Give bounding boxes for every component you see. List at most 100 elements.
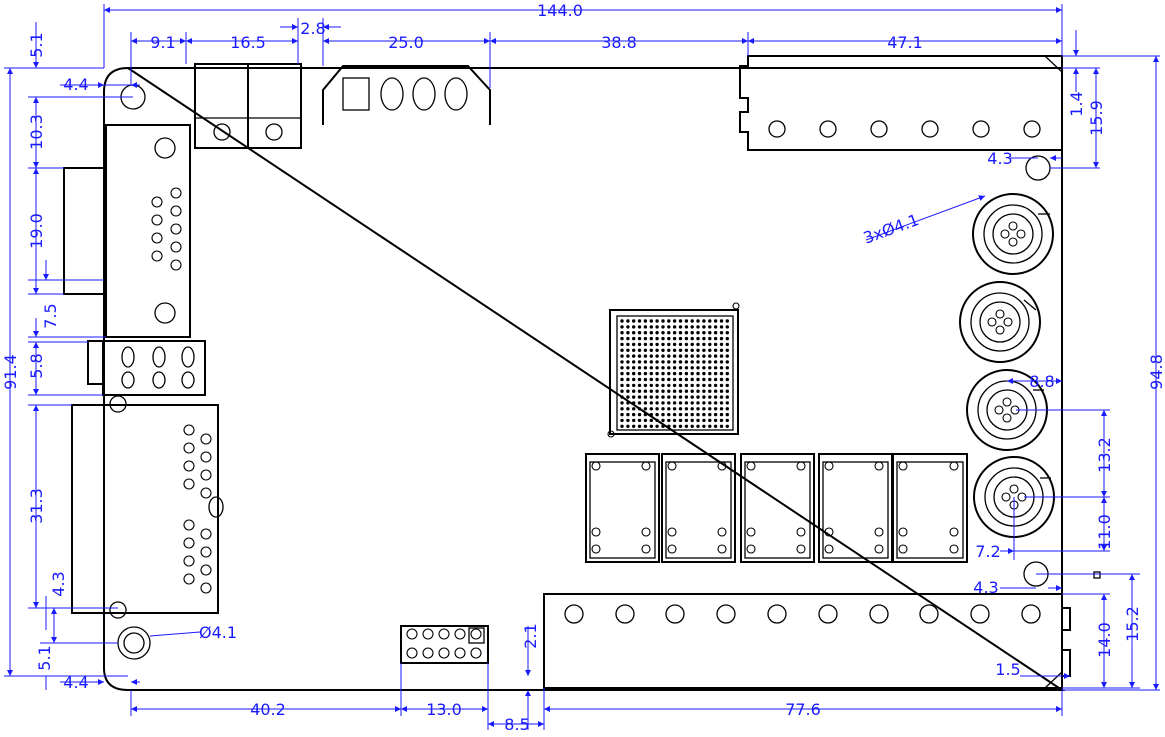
bga-ball bbox=[655, 412, 659, 417]
bga-ball bbox=[725, 407, 729, 411]
relay-2 bbox=[661, 453, 736, 563]
bga-ball bbox=[719, 319, 724, 323]
dual-db-connector bbox=[71, 404, 224, 614]
bga-ball bbox=[643, 383, 648, 388]
relay-5 bbox=[892, 453, 968, 563]
bga-ball bbox=[649, 389, 653, 393]
bga-ball bbox=[678, 418, 683, 423]
dim-right-hole-y: 15.9 bbox=[1087, 100, 1106, 136]
bga-ball bbox=[643, 366, 648, 370]
bga-ball bbox=[719, 377, 724, 382]
bga-ball bbox=[702, 412, 706, 417]
bga-ball bbox=[672, 331, 677, 335]
bga-ball bbox=[684, 383, 689, 388]
bga-ball bbox=[655, 395, 659, 399]
bga-ball bbox=[713, 325, 718, 329]
bga-ball bbox=[637, 331, 642, 335]
bga-ball bbox=[684, 401, 689, 405]
bga-ball bbox=[661, 412, 665, 417]
bga-ball bbox=[725, 371, 729, 376]
bga-ball bbox=[713, 383, 718, 388]
bga-ball bbox=[643, 371, 648, 376]
bga-ball bbox=[690, 319, 694, 323]
dim-pitch-8-8: 8.8 bbox=[1029, 372, 1054, 391]
bga-ball bbox=[626, 331, 630, 335]
bga-ball bbox=[643, 424, 648, 428]
dim-db9-offset: 9.1 bbox=[150, 33, 175, 52]
bga-ball bbox=[719, 412, 724, 417]
bga-ball bbox=[672, 360, 677, 364]
bga-ball bbox=[632, 412, 636, 417]
bga-ball bbox=[632, 407, 636, 411]
bga-ball bbox=[637, 325, 642, 329]
bga-ball bbox=[626, 412, 630, 417]
bga-ball bbox=[637, 366, 642, 370]
bga-ball bbox=[643, 401, 648, 405]
bga-ball bbox=[620, 348, 624, 352]
bga-ball bbox=[632, 401, 636, 405]
bga-ball bbox=[708, 407, 712, 411]
bga-ball bbox=[667, 395, 671, 399]
pin-header bbox=[400, 625, 489, 664]
bga-ball bbox=[678, 389, 683, 393]
bga-ball bbox=[696, 371, 700, 376]
bga-ball bbox=[708, 366, 712, 370]
bga-ball bbox=[702, 366, 706, 370]
bga-ball bbox=[637, 407, 642, 411]
dim-left-19-0: 19.0 bbox=[27, 213, 46, 249]
bga-ball bbox=[649, 366, 653, 370]
bga-ball bbox=[637, 389, 642, 393]
bga-ball bbox=[678, 319, 683, 323]
bga-ball bbox=[620, 331, 624, 335]
bga-ball bbox=[620, 342, 624, 347]
rotary-knobs bbox=[959, 193, 1055, 538]
bga-ball bbox=[696, 325, 700, 329]
bga-ball bbox=[626, 418, 630, 423]
bga-ball bbox=[661, 407, 665, 411]
dim-header-gap: 8.5 bbox=[504, 715, 529, 734]
bga-ball bbox=[632, 336, 636, 341]
bga-ball bbox=[672, 401, 677, 405]
bga-ball bbox=[725, 348, 729, 352]
bga-ball bbox=[667, 331, 671, 335]
bga-ball bbox=[620, 418, 624, 423]
bga-ball bbox=[655, 331, 659, 335]
bga-ball bbox=[713, 331, 718, 335]
bga-ball bbox=[690, 412, 694, 417]
bga-ball bbox=[667, 348, 671, 352]
bga-ball bbox=[661, 354, 665, 358]
bga-ball bbox=[643, 336, 648, 341]
bga-ball bbox=[661, 325, 665, 329]
bga-ball bbox=[719, 395, 724, 399]
bga-ball bbox=[637, 371, 642, 376]
bga-ball bbox=[672, 389, 677, 393]
bga-ball bbox=[643, 377, 648, 382]
molex-connector bbox=[322, 65, 491, 125]
bga-ball bbox=[649, 336, 653, 341]
bga-ball bbox=[719, 383, 724, 388]
bga-ball bbox=[708, 331, 712, 335]
bga-ball bbox=[684, 331, 689, 335]
bga-ball bbox=[713, 360, 718, 364]
bga-ball bbox=[702, 389, 706, 393]
bga-ball bbox=[678, 354, 683, 358]
bga-ball bbox=[620, 424, 624, 428]
bga-ball bbox=[661, 336, 665, 341]
marker-square bbox=[1093, 571, 1101, 579]
bga-ball bbox=[667, 383, 671, 388]
bga-ball bbox=[667, 325, 671, 329]
bga-ball bbox=[637, 412, 642, 417]
bga-ball bbox=[667, 336, 671, 341]
bga-ball bbox=[632, 348, 636, 352]
bga-ball bbox=[684, 319, 689, 323]
bga-ball bbox=[696, 395, 700, 399]
bga-ball bbox=[643, 342, 648, 347]
bga-ball bbox=[655, 401, 659, 405]
bga-ball bbox=[667, 371, 671, 376]
bga-ball bbox=[655, 342, 659, 347]
bga-ball bbox=[719, 360, 724, 364]
bga-ball bbox=[672, 383, 677, 388]
bga-ball bbox=[696, 336, 700, 341]
bga-ball bbox=[690, 336, 694, 341]
bga-ball bbox=[620, 360, 624, 364]
